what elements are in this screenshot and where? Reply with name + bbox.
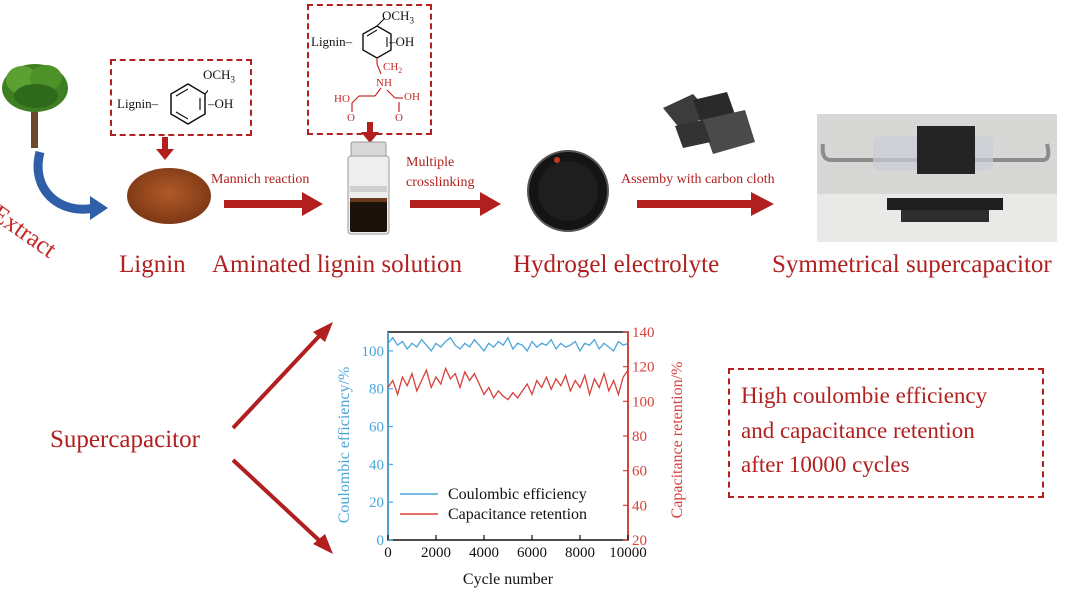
series-line-coulombic-efficiency [387,336,629,353]
extract-curved-arrow [33,150,108,220]
legend-label: Capacitance retention [448,506,587,523]
stage-label-hydrogel: Hydrogel electrolyte [513,251,720,278]
supercapacitor-photo [817,114,1057,242]
branch-arrows [231,322,333,554]
y-axis-right-title: Capacitance retention/% [669,361,686,519]
conclusion-box [728,368,1044,498]
aminated-struct-ch2: CH2 [383,61,403,76]
y-left-tick-label: 0 [377,533,385,549]
y-right-tick-label: 60 [632,464,647,480]
assembly-label: Assemby with carbon cloth [621,172,775,187]
stage-label-supercapacitor: Symmetrical supercapacitor [772,251,1052,278]
aminated-struct-lignin: Lignin– [311,34,353,49]
vial-image [347,141,390,235]
aminated-struct-och3: OCH3 [382,8,414,26]
aminated-struct-nh: NH [376,77,392,89]
x-tick-label: 6000 [517,545,547,561]
down-arrow-1 [156,137,174,160]
crosslink-label-1: Multiple [406,155,455,170]
x-tick-label: 10000 [609,545,647,561]
lignin-struct-och3: OCH3 [203,67,235,85]
x-tick-label: 4000 [469,545,499,561]
x-tick-label: 8000 [565,545,595,561]
lignin-powder-image [127,168,211,224]
conclusion-line-1: High coulombie efficiency [741,383,988,408]
y-left-tick-label: 80 [369,382,384,398]
conclusion-line-2: and capacitance retention [741,418,975,443]
stage-label-aminated: Aminated lignin solution [212,251,462,278]
y-right-tick-label: 20 [632,533,647,549]
aminated-struct-o1: O [347,112,355,124]
flow-arrow-3 [637,192,774,216]
y-right-tick-label: 100 [632,394,655,410]
aminated-struct-oh-acid: OH [404,91,420,103]
y-axis-left-title: Coulombic efficiency/% [336,366,353,524]
lignin-ring [170,83,208,125]
y-left-tick-label: 20 [369,495,384,511]
y-left-tick-label: 40 [369,457,384,473]
legend-label: Coulombic efficiency [448,486,587,503]
series-line-capacitance-retention [387,366,629,401]
x-axis-title: Cycle number [462,571,554,588]
down-arrow-2 [361,122,379,143]
y-right-tick-label: 80 [632,429,647,445]
lignin-struct-oh: –OH [208,96,234,111]
carbon-cloth-image [663,92,755,154]
crosslink-label-2: crosslinking [406,175,475,190]
y-left-tick-label: 100 [362,344,385,360]
x-tick-label: 2000 [421,545,451,561]
y-right-tick-label: 120 [632,360,655,376]
cycling-chart: 0 2000 4000 6000 8000 10000 0 20 40 60 80 100 20 40 60… [362,325,655,561]
lignin-structure-box [110,59,252,136]
aminated-struct-ho: HO [334,93,350,105]
flow-arrow-1 [224,192,323,216]
y-right-tick-label: 40 [632,498,647,514]
conclusion-line-3: after 10000 cycles [741,452,910,477]
y-left-tick-label: 60 [369,420,384,436]
y-right-tick-label: 140 [632,325,655,341]
lignin-struct-lignin: Lignin– [117,96,159,111]
tree-icon [2,64,68,148]
mannich-label: Mannich reaction [211,172,310,187]
aminated-structure-drawing [351,17,403,112]
flow-arrow-2 [410,192,501,216]
x-tick-label: 0 [384,545,392,561]
aminated-struct-o2: O [395,112,403,124]
aminated-struct-oh: –OH [389,34,415,49]
hydrogel-image [527,150,609,232]
supercapacitor-label: Supercapacitor [50,426,200,453]
stage-label-lignin: Lignin [119,251,186,278]
